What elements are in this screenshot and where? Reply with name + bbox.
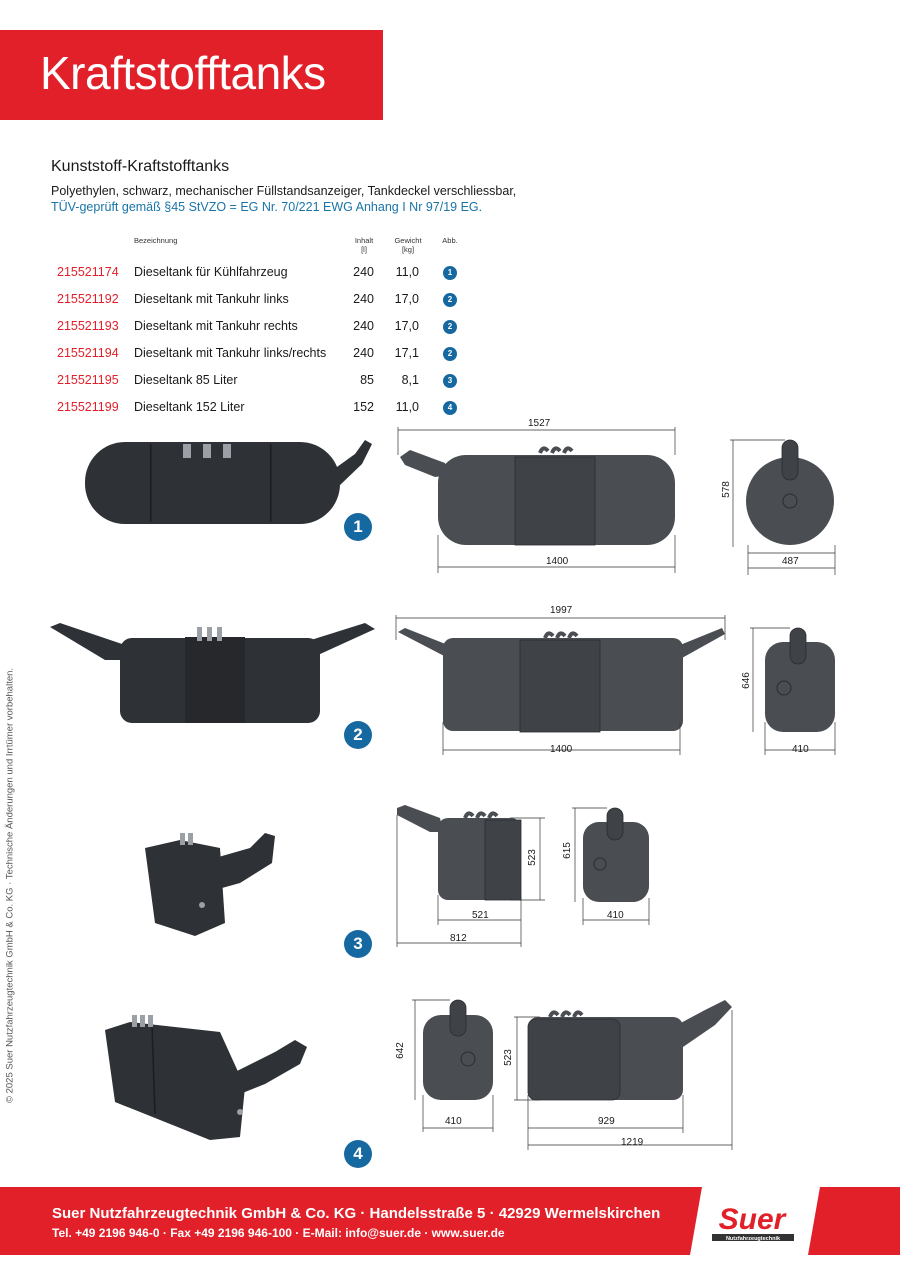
header-inhalt: Inhalt[l]: [354, 236, 374, 254]
dim-f2-height: 646: [740, 672, 752, 689]
tank-photo-4: [105, 1015, 307, 1140]
tank-photo-2: [50, 623, 375, 723]
volume-value: 85: [360, 373, 374, 387]
weight-value: 17,1: [394, 346, 419, 360]
article-number: 215521195: [57, 373, 119, 387]
dim-f3-height: 523: [526, 849, 538, 866]
title-banner: Kraftstofftanks: [0, 30, 383, 120]
article-number: 215521192: [57, 292, 119, 306]
figure-ref-badge: 2: [443, 320, 457, 334]
figure-badge-4: 4: [344, 1140, 372, 1168]
dim-f2-body: 1400: [550, 744, 573, 755]
section-description: Polyethylen, schwarz, mechanischer Fülls…: [51, 184, 517, 198]
volume-value: 240: [353, 265, 374, 279]
table-row: 215521193 Dieseltank mit Tankuhr rechts 24…: [0, 319, 520, 346]
svg-text:Suer: Suer: [719, 1203, 788, 1236]
figure-badge-1: 1: [344, 513, 372, 541]
figure-ref-badge: 1: [443, 266, 457, 280]
header-gewicht: Gewicht[kg]: [394, 236, 422, 254]
footer-company: Suer Nutzfahrzeugtechnik GmbH & Co. KG ·…: [52, 1205, 661, 1222]
dim-f2-total: 1997: [550, 605, 573, 616]
figure-ref-badge: 2: [443, 293, 457, 307]
dim-f3-side-height: 615: [561, 842, 573, 859]
dim-f1-total: 1527: [528, 418, 551, 429]
copyright-note: © 2025 Suer Nutzfahrzeugtechnik GmbH & C…: [4, 667, 16, 1104]
figure-badge-2: 2: [344, 721, 372, 749]
table-row: 215521192 Dieseltank mit Tankuhr links 240…: [0, 292, 520, 319]
weight-value: 8,1: [401, 373, 419, 387]
dim-f4-width: 410: [445, 1116, 462, 1127]
dim-f4-height: 523: [502, 1049, 514, 1066]
product-name: Dieseltank für Kühlfahrzeug: [134, 265, 288, 279]
dim-f4-side-height: 642: [394, 1042, 406, 1059]
article-number: 215521194: [57, 346, 119, 360]
header-bezeichnung: Bezeichnung: [134, 236, 178, 245]
dim-f4-body: 929: [598, 1116, 615, 1127]
figure-ref-badge: 4: [443, 401, 457, 415]
dim-f3-width: 410: [607, 910, 624, 921]
tank-drawing-1: [397, 427, 836, 575]
tank-drawing-3: [396, 805, 650, 947]
figure-ref-badge: 3: [443, 374, 457, 388]
svg-text:Nutzfahrzeugtechnik: Nutzfahrzeugtechnik: [726, 1236, 781, 1242]
dim-f1-body: 1400: [546, 556, 569, 567]
figure-ref-badge: 2: [443, 347, 457, 361]
suer-logo: Suer Nutzfahrzeugtechnik: [690, 1187, 820, 1255]
product-name: Dieseltank mit Tankuhr rechts: [134, 319, 298, 333]
tank-drawing-4: [412, 999, 733, 1150]
table-row: 215521194 Dieseltank mit Tankuhr links/re…: [0, 346, 520, 373]
table-row: 215521199 Dieseltank 152 Liter 152 11,0 4: [0, 400, 520, 427]
article-number: 215521199: [57, 400, 119, 414]
footer-contact: Tel. +49 2196 946-0 · Fax +49 2196 946-1…: [52, 1226, 505, 1240]
section-certification: TÜV-geprüft gemäß §45 StVZO = EG Nr. 70/…: [51, 200, 483, 214]
weight-value: 11,0: [395, 400, 419, 414]
dim-f4-total: 1219: [621, 1137, 644, 1148]
table-row: 215521174 Dieseltank für Kühlfahrzeug 240 1…: [0, 265, 520, 292]
weight-value: 11,0: [395, 265, 419, 279]
dim-f3-total: 812: [450, 933, 467, 944]
section-heading: Kunststoff-Kraftstofftanks: [51, 158, 230, 175]
article-number: 215521193: [57, 319, 119, 333]
weight-value: 17,0: [394, 319, 419, 333]
product-name: Dieseltank 152 Liter: [134, 400, 245, 414]
volume-value: 240: [353, 346, 374, 360]
dim-f1-height: 578: [720, 481, 732, 498]
weight-value: 17,0: [394, 292, 419, 306]
figure-badge-3: 3: [344, 930, 372, 958]
dim-f1-width: 487: [782, 556, 799, 567]
dim-f2-width: 410: [792, 744, 809, 755]
product-name: Dieseltank mit Tankuhr links/rechts: [134, 346, 327, 360]
page-title: Kraftstofftanks: [40, 47, 326, 99]
volume-value: 240: [353, 292, 374, 306]
tank-drawing-2: [395, 615, 836, 755]
volume-value: 152: [353, 400, 374, 414]
tank-photo-3: [145, 833, 275, 936]
product-name: Dieseltank mit Tankuhr links: [134, 292, 289, 306]
table-row: 215521195 Dieseltank 85 Liter 85 8,1 3: [0, 373, 520, 400]
article-number: 215521174: [57, 265, 119, 279]
dim-f3-body: 521: [472, 910, 489, 921]
header-abb: Abb.: [442, 236, 458, 245]
product-name: Dieseltank 85 Liter: [134, 373, 238, 387]
volume-value: 240: [353, 319, 374, 333]
tank-photo-1: [85, 440, 372, 524]
